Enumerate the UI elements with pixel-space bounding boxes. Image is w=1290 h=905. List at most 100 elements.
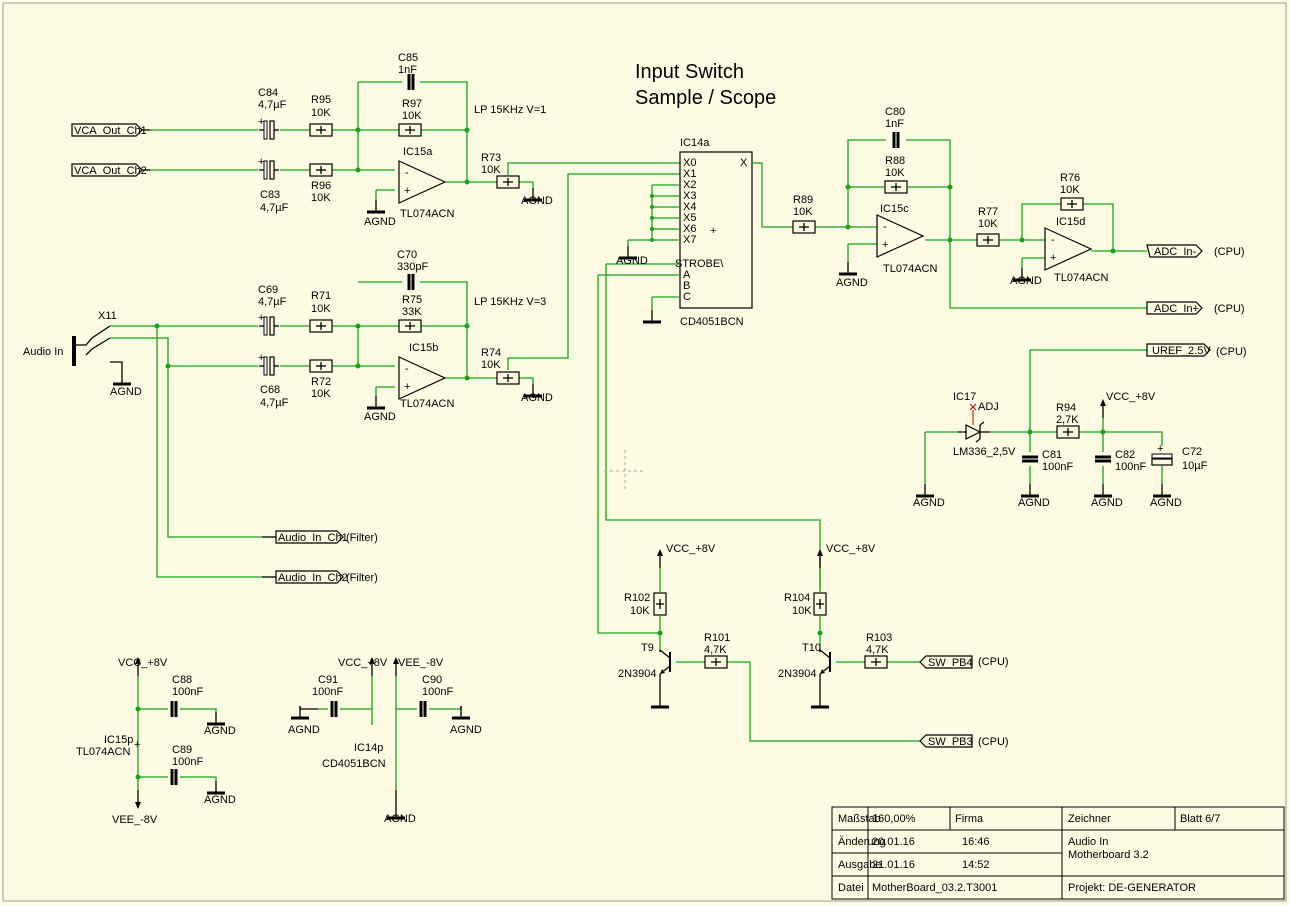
c88-name: C88 <box>172 674 192 686</box>
r88-value: 10K <box>885 167 905 179</box>
r103-value: 4,7K <box>866 644 889 656</box>
tb-datei-key: Datei <box>838 882 864 894</box>
r77-resistor <box>976 233 1000 247</box>
t9-transistor <box>659 649 671 675</box>
r96-resistor <box>309 163 333 177</box>
ic14a-mux <box>679 151 753 309</box>
svg-text:ADC_In-: ADC_In- <box>1154 246 1197 258</box>
r88-resistor <box>884 180 908 194</box>
r104-resistor <box>813 592 827 616</box>
agnd-c72 <box>1151 482 1173 498</box>
agnd-ic15b-label: AGND <box>364 411 396 423</box>
lp1-note: LP 15KHz V=1 <box>474 104 546 116</box>
r88-name: R88 <box>885 155 905 167</box>
ic15p-type: TL074ACN <box>76 746 130 758</box>
c81-value: 100nF <box>1042 461 1073 473</box>
r71-value: 10K <box>311 303 331 315</box>
c70-name: C70 <box>397 249 417 261</box>
r76-value: 10K <box>1060 184 1080 196</box>
r96-name: R96 <box>311 180 331 192</box>
r75-resistor <box>398 319 422 333</box>
c90-value: 100nF <box>422 686 453 698</box>
c85-capacitor <box>407 72 415 92</box>
r73-resistor <box>496 175 520 189</box>
c69-value: 4,7µF <box>258 296 287 308</box>
t10-name: T10 <box>802 642 821 654</box>
r102-name: R102 <box>624 592 650 604</box>
c72-name: C72 <box>1182 446 1202 458</box>
ic15p-plus-mark: + <box>134 739 140 751</box>
r97-name: R97 <box>402 98 422 110</box>
svg-text:SW_PB4: SW_PB4 <box>928 657 973 669</box>
tb-ausgabe-key: Ausgabe <box>838 859 881 871</box>
r71-name: R71 <box>311 290 331 302</box>
svg-text:X0: X0 <box>683 157 696 169</box>
c91-name: C91 <box>318 674 338 686</box>
agnd-ic15d-label: AGND <box>1010 275 1042 287</box>
ic17-zener <box>958 403 990 443</box>
c89-value: 100nF <box>172 756 203 768</box>
svg-text:X: X <box>740 157 748 169</box>
cpu-label-pb4: (CPU) <box>978 656 1009 668</box>
c68-name: C68 <box>260 384 280 396</box>
agnd-c88 <box>205 710 227 726</box>
r74-value: 10K <box>481 359 501 371</box>
agnd-ic14p-label: AGND <box>384 813 416 825</box>
c89-capacitor <box>170 767 178 787</box>
vee-ic15p <box>134 789 142 810</box>
agnd-c82 <box>1092 482 1114 498</box>
agnd-c89 <box>205 779 227 795</box>
c81-capacitor <box>1020 455 1040 463</box>
t10-transistor <box>819 649 831 675</box>
r89-value: 10K <box>793 206 813 218</box>
sw-pb4-port: SW_PB4 <box>919 655 973 669</box>
cpu-label-pb3: (CPU) <box>978 736 1009 748</box>
agnd-ic15b <box>365 394 387 410</box>
agnd-r74-label: AGND <box>521 392 553 404</box>
ic15c-type: TL074ACN <box>883 263 937 275</box>
vcc-c82-label: VCC_+8V <box>1106 391 1156 403</box>
r95-value: 10K <box>311 107 331 119</box>
ic14a-name: IC14a <box>680 137 710 149</box>
vcc-ic14p-label: VCC_+8V <box>338 657 388 669</box>
filter-label-2: (Filter) <box>346 572 378 584</box>
r89-name: R89 <box>793 194 813 206</box>
tb-desc-line2: Motherboard 3.2 <box>1068 849 1149 861</box>
sheet-title-line2: Sample / Scope <box>635 87 776 109</box>
r76-name: R76 <box>1060 172 1080 184</box>
ic15d-name: IC15d <box>1056 216 1085 228</box>
c69-capacitor <box>257 311 280 336</box>
tb-desc-line1: Audio In <box>1068 836 1108 848</box>
svg-text:B: B <box>683 280 690 292</box>
ic15c-name: IC15c <box>880 203 909 215</box>
svg-text:X1: X1 <box>683 168 696 180</box>
vca-ch1-port: VCA_Out_Ch1 <box>71 123 150 137</box>
vee-ic15p-label: VEE_-8V <box>112 814 158 826</box>
r73-value: 10K <box>481 164 501 176</box>
r75-name: R75 <box>402 294 422 306</box>
agnd-c88-label: AGND <box>204 725 236 737</box>
svg-text:Audio_In_Ch2: Audio_In_Ch2 <box>278 572 348 584</box>
sheet-title-line1: Input Switch <box>635 61 744 83</box>
ic15b-name: IC15b <box>409 342 438 354</box>
r76-resistor <box>1060 197 1084 211</box>
c72-capacitor: + <box>1151 443 1173 466</box>
ic15d-opamp <box>1044 227 1092 271</box>
r77-value: 10K <box>978 218 998 230</box>
svg-text:C: C <box>683 291 691 303</box>
gnd-t10 <box>809 693 831 709</box>
c88-capacitor <box>170 699 178 719</box>
c70-value: 330pF <box>397 261 428 273</box>
tb-massstab-value: 160,00% <box>872 813 916 825</box>
t10-type: 2N3904 <box>778 668 817 680</box>
title-block <box>831 806 1285 900</box>
adc-in-plus-port: ADC_In+ <box>1146 301 1203 315</box>
r95-resistor <box>309 123 333 137</box>
filter-label-1: (Filter) <box>346 532 378 544</box>
ic15b-type: TL074ACN <box>400 398 454 410</box>
svg-text:+: + <box>1157 443 1163 455</box>
ic17-name: IC17 <box>953 391 976 403</box>
c90-name: C90 <box>422 674 442 686</box>
